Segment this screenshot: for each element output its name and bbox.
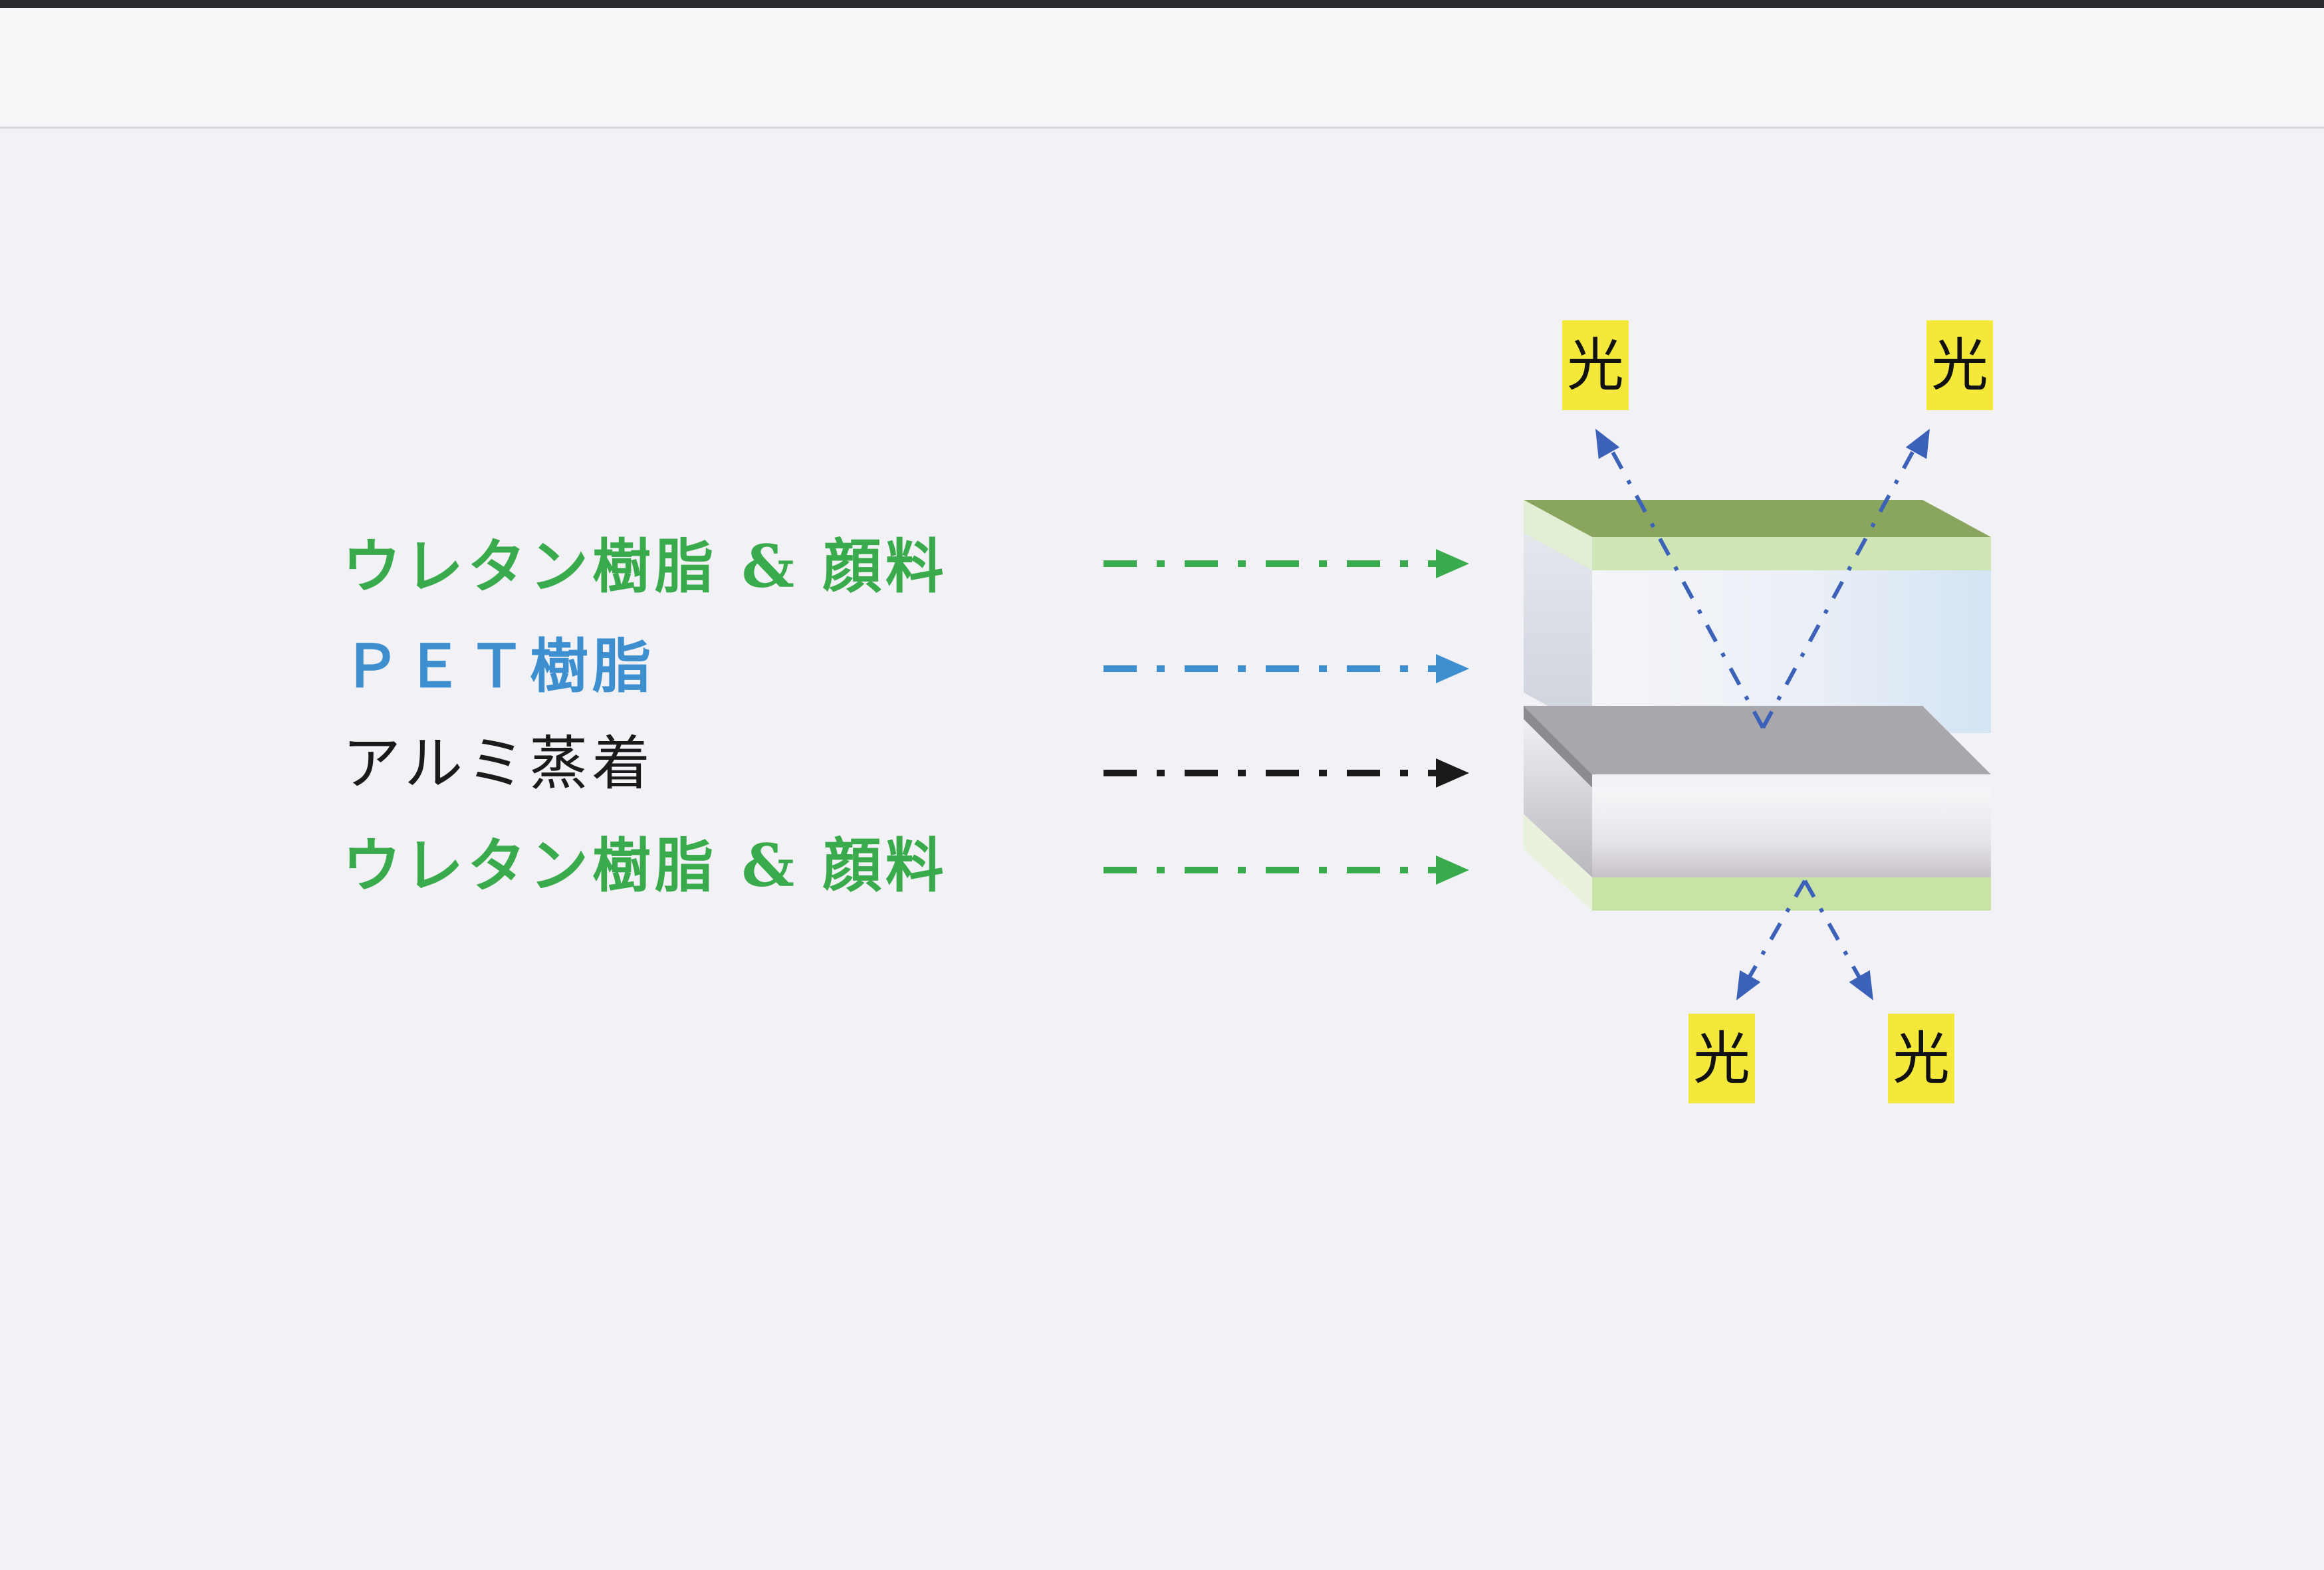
light-tag-top-right: 光	[1926, 320, 1993, 410]
light-ray-upper-right	[1761, 437, 1922, 729]
layer-arrow-head	[1436, 758, 1469, 788]
light-ray-lower-right	[1803, 879, 1869, 992]
bottom-urethane-film-side	[1524, 814, 1592, 911]
layer-label-top-urethane: ウレタン樹脂 & 顔料	[342, 532, 948, 601]
layer-arrow-head	[1436, 855, 1469, 885]
lower-block-front-face	[1592, 788, 1991, 877]
light-ray-lower-left	[1740, 879, 1807, 992]
light-tag-bottom-right: 光	[1888, 1014, 1954, 1103]
light-ray-lower-left-head	[1736, 970, 1761, 1000]
page-top-band	[0, 8, 2324, 128]
layer-label-aluminum: アルミ蒸着	[342, 729, 655, 798]
light-ray-upper-left	[1603, 437, 1765, 729]
light-ray-upper-left-head	[1595, 429, 1620, 459]
page-top-edge	[0, 0, 2324, 8]
layer-label-bottom-urethane: ウレタン樹脂 & 顔料	[342, 831, 948, 900]
aluminum-layer-side	[1524, 706, 1592, 788]
light-ray-upper-right-head	[1905, 429, 1930, 459]
layer-arrow-head	[1436, 654, 1469, 683]
top-urethane-film-front	[1592, 537, 1991, 570]
lower-block-left-face	[1524, 719, 1592, 877]
top-urethane-film-top	[1524, 500, 1991, 537]
light-tag-bottom-left: 光	[1688, 1014, 1755, 1103]
bottom-urethane-film-front	[1592, 877, 1991, 911]
aluminum-layer-top	[1524, 706, 1991, 774]
light-ray-lower-right-head	[1849, 970, 1873, 1000]
layer-label-pet: ＰＥＴ樹脂	[342, 631, 655, 701]
layer-arrow-head	[1436, 549, 1469, 578]
light-tag-top-left: 光	[1562, 320, 1629, 410]
top-urethane-film-side	[1524, 500, 1592, 570]
